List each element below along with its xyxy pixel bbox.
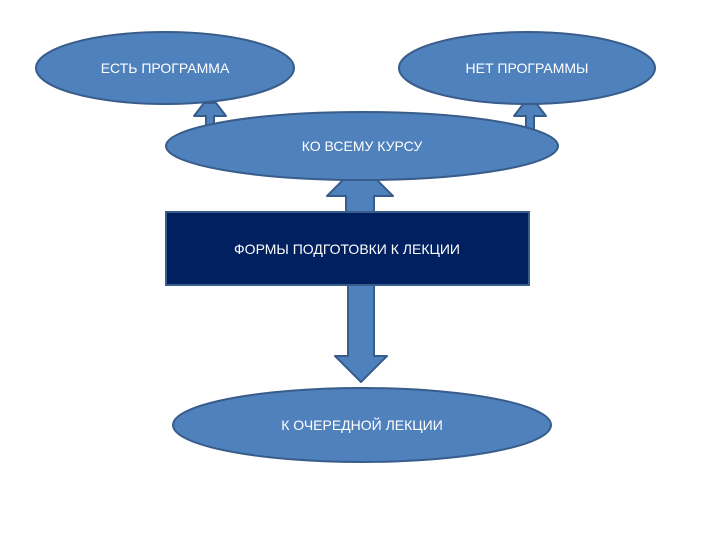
node-whole-course-label: КО ВСЕМУ КУРСУ: [302, 138, 423, 154]
node-no-program-label: НЕТ ПРОГРАММЫ: [466, 60, 589, 76]
node-lecture-prep-forms: [165, 211, 530, 286]
node-has-program-label: ЕСТЬ ПРОГРАММА: [101, 60, 230, 76]
node-whole-course: [165, 111, 559, 181]
node-no-program: [398, 31, 656, 105]
arrow-down-to-next-lecture: [334, 284, 388, 383]
node-next-lecture: [172, 387, 552, 463]
node-next-lecture-label: К ОЧЕРЕДНОЙ ЛЕКЦИИ: [281, 416, 443, 433]
node-lecture-prep-forms-label: ФОРМЫ ПОДГОТОВКИ К ЛЕКЦИИ: [234, 241, 460, 257]
arrow-up-to-whole-course: [326, 177, 394, 216]
node-has-program: [35, 31, 295, 105]
